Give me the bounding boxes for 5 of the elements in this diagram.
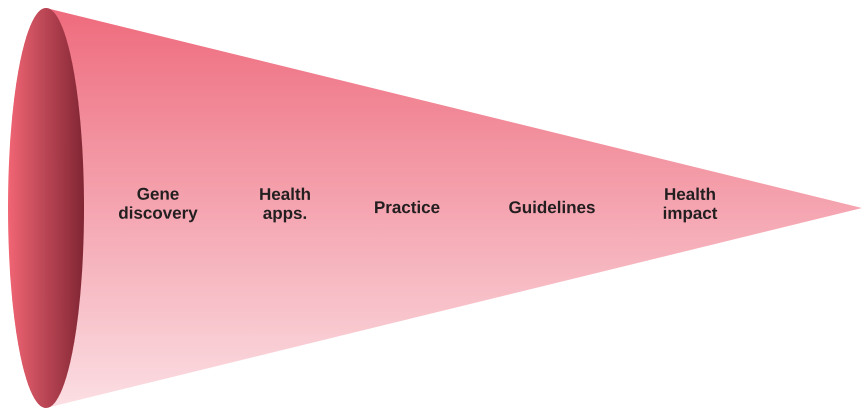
- stage-label: Health apps.: [260, 188, 310, 222]
- stage-label: Guidelines: [509, 200, 595, 214]
- stage-label: Gene discovery: [119, 188, 198, 222]
- stage-label: Health impact: [664, 188, 718, 222]
- stage-label: Practice: [375, 200, 440, 214]
